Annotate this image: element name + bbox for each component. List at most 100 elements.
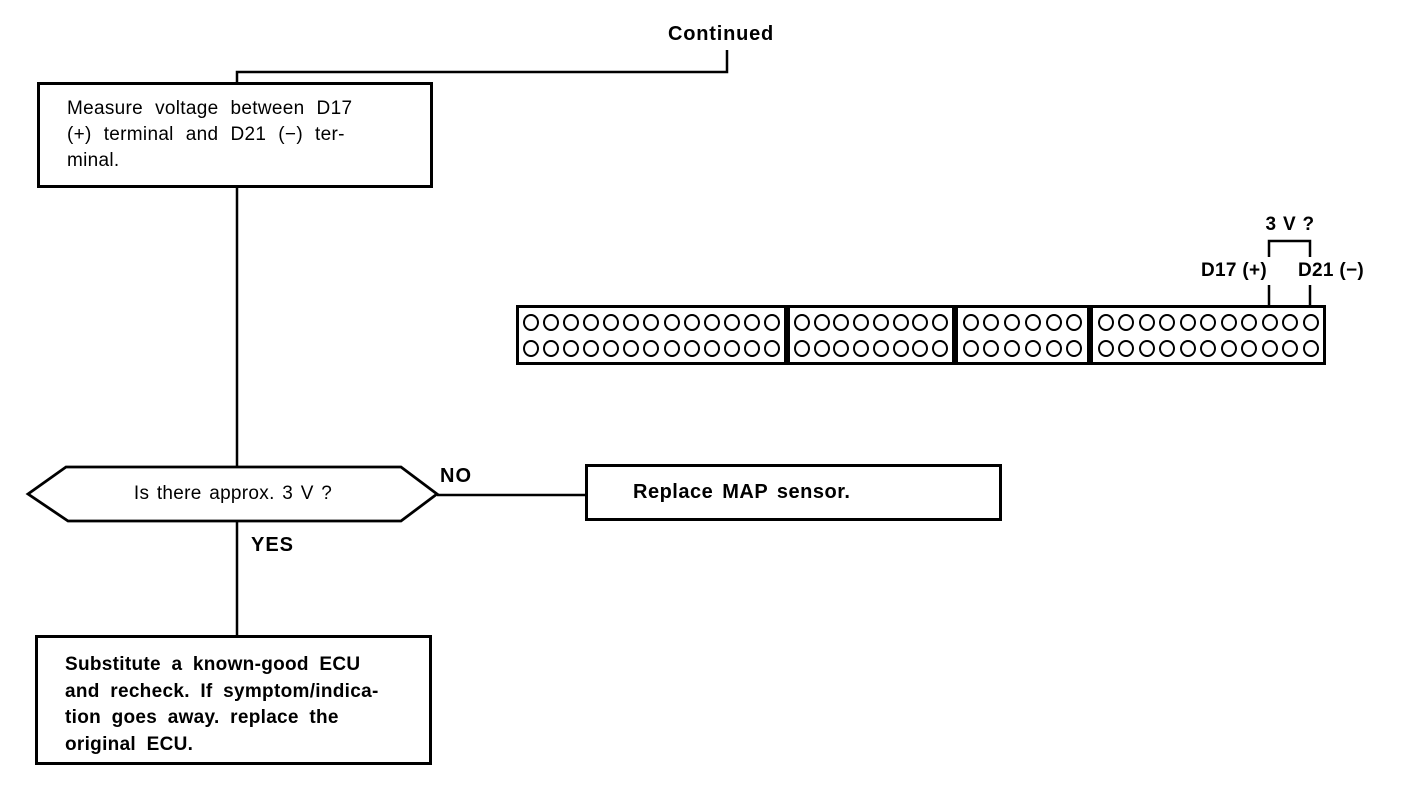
replace-map-sensor-box: Replace MAP sensor. <box>585 464 1002 521</box>
terminal-pin <box>892 339 909 357</box>
terminal-pin <box>793 339 810 357</box>
pin-row <box>1093 310 1323 334</box>
terminal-pin <box>563 339 580 357</box>
terminal-pin <box>853 313 870 331</box>
voltage-check-label: 3 V ? <box>1265 214 1315 235</box>
connector-pin-blocks <box>516 305 1326 365</box>
step1-line: (+) terminal and D21 (−) ter- <box>67 124 345 145</box>
terminal-pin <box>663 313 680 331</box>
terminal-pin <box>1241 313 1257 331</box>
ecu-box-line: and recheck. If symptom/indica- <box>65 680 379 702</box>
terminal-pin <box>793 313 810 331</box>
d17-terminal-label: D17 (+) <box>1201 260 1267 281</box>
terminal-pin <box>912 313 929 331</box>
terminal-pin <box>1261 339 1278 357</box>
terminal-pin <box>1097 339 1114 357</box>
terminal-pin <box>583 339 600 357</box>
step1-line: Measure voltage between D17 <box>67 98 353 119</box>
pin-row <box>519 310 784 334</box>
terminal-pin <box>1261 313 1278 331</box>
terminal-pin <box>853 339 870 357</box>
terminal-pin <box>1159 313 1175 331</box>
terminal-pin <box>683 313 700 331</box>
pin-row <box>958 336 1087 360</box>
terminal-pin <box>763 313 780 331</box>
terminal-pin <box>872 313 889 331</box>
terminal-pin <box>1004 339 1021 357</box>
ecu-box-line: original ECU. <box>65 733 194 755</box>
pin-row <box>1093 336 1323 360</box>
terminal-pin <box>833 313 850 331</box>
terminal-pin <box>703 339 720 357</box>
terminal-pin <box>1220 313 1237 331</box>
terminal-pin <box>543 313 560 331</box>
terminal-pin <box>643 339 660 357</box>
terminal-pin <box>523 313 540 331</box>
terminal-pin <box>523 339 540 357</box>
terminal-pin <box>1220 339 1237 357</box>
voltmeter-bracket <box>1267 239 1312 257</box>
terminal-pin <box>1004 313 1021 331</box>
terminal-pin <box>1179 339 1196 357</box>
terminal-pin <box>962 339 979 357</box>
terminal-pin <box>603 339 620 357</box>
terminal-pin <box>983 339 1000 357</box>
terminal-pin <box>872 339 889 357</box>
terminal-pin <box>1024 313 1041 331</box>
terminal-pin <box>563 313 580 331</box>
pin-row <box>519 336 784 360</box>
terminal-pin <box>892 313 909 331</box>
terminal-pin <box>743 339 760 357</box>
pin-row <box>790 336 952 360</box>
terminal-pin <box>583 313 600 331</box>
connector-block-4 <box>1090 305 1326 365</box>
decision-question: Is there approx. 3 V ? <box>133 483 333 504</box>
step-box-measure-voltage: Measure voltage between D17 (+) terminal… <box>37 82 433 188</box>
continued-connector-line <box>235 50 729 84</box>
no-branch-label: NO <box>440 465 472 487</box>
terminal-pin <box>603 313 620 331</box>
connector-block-2 <box>787 305 955 365</box>
pin-row <box>790 310 952 334</box>
terminal-pin <box>1200 339 1216 357</box>
terminal-pin <box>1066 313 1083 331</box>
terminal-pin <box>1179 313 1196 331</box>
ecu-box-line: tion goes away. replace the <box>65 707 339 728</box>
terminal-pin <box>623 339 640 357</box>
terminal-pin <box>1200 313 1216 331</box>
substitute-ecu-box: Substitute a known-good ECU and recheck.… <box>35 635 432 765</box>
terminal-pin <box>623 313 640 331</box>
terminal-pin <box>543 339 560 357</box>
terminal-pin <box>813 339 830 357</box>
connector-block-1 <box>516 305 787 365</box>
terminal-pin <box>912 339 929 357</box>
terminal-pin <box>1066 339 1083 357</box>
terminal-pin <box>962 313 979 331</box>
terminal-pin <box>1241 339 1257 357</box>
continued-label: Continued <box>668 23 775 45</box>
terminal-pin <box>1302 313 1319 331</box>
terminal-pin <box>1097 313 1114 331</box>
step1-line: minal. <box>67 150 120 171</box>
terminal-pin <box>763 339 780 357</box>
terminal-pin <box>833 339 850 357</box>
d21-terminal-label: D21 (−) <box>1298 260 1364 281</box>
connector-block-3 <box>955 305 1090 365</box>
ecu-box-line: Substitute a known-good ECU <box>65 654 361 675</box>
terminal-pin <box>1159 339 1175 357</box>
replace-map-sensor-label: Replace MAP sensor. <box>633 481 851 503</box>
terminal-pin <box>1282 339 1298 357</box>
terminal-pin <box>1024 339 1041 357</box>
terminal-pin <box>1282 313 1298 331</box>
terminal-pin <box>932 339 949 357</box>
terminal-pin <box>1302 339 1319 357</box>
terminal-pin <box>1138 313 1155 331</box>
terminal-pin <box>1045 339 1062 357</box>
terminal-pin <box>1118 313 1134 331</box>
terminal-pin <box>743 313 760 331</box>
terminal-pin <box>1045 313 1062 331</box>
pin-row <box>958 310 1087 334</box>
terminal-pin <box>983 313 1000 331</box>
